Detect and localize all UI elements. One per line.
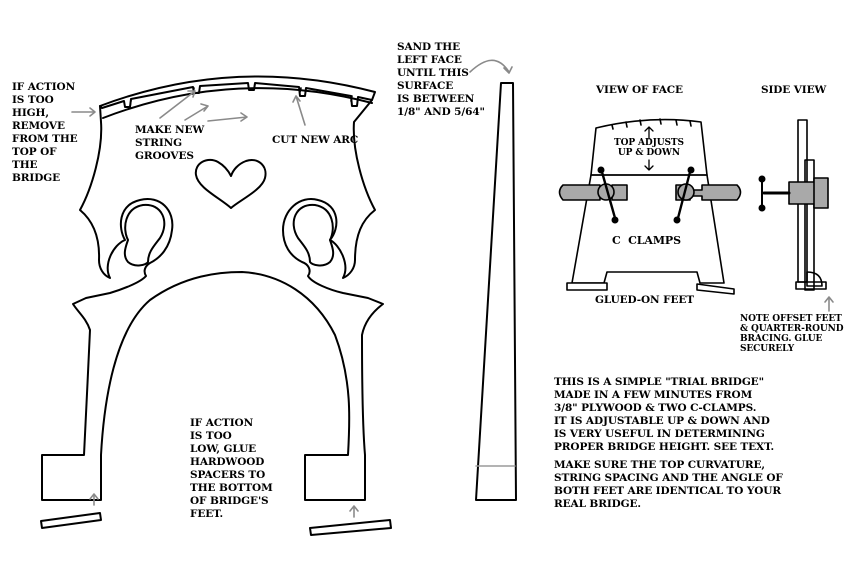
label-make-new-grooves: MAKE NEW STRING GROOVES (135, 124, 205, 162)
label-make-sure-identical: MAKE SURE THE TOP CURVATURE, STRING SPAC… (554, 459, 783, 510)
trial-bridge-side (758, 119, 834, 312)
label-cut-new-arc: CUT NEW ARC (272, 134, 359, 146)
label-view-of-face: VIEW OF FACE (596, 84, 683, 96)
label-side-view: SIDE VIEW (761, 84, 827, 96)
pointer-arrows (71, 90, 359, 518)
label-top-adjusts: TOP ADJUSTS UP & DOWN (614, 138, 684, 158)
trial-bridge-face (558, 118, 742, 295)
bridge-side-profile (469, 59, 517, 501)
label-action-too-high: IF ACTION IS TOO HIGH, REMOVE FROM THE T… (12, 81, 78, 184)
label-trial-bridge-description: THIS IS A SIMPLE "TRIAL BRIDGE" MADE IN … (554, 376, 775, 453)
foot-spacers (40, 512, 392, 536)
label-note-offset-feet: NOTE OFFSET FEET & QUARTER-ROUND BRACING… (740, 314, 844, 354)
label-sand-left-face: SAND THE LEFT FACE UNTIL THIS SURFACE IS… (397, 41, 485, 118)
label-action-too-low: IF ACTION IS TOO LOW, GLUE HARDWOOD SPAC… (190, 417, 273, 520)
label-glued-on-feet: GLUED-ON FEET (595, 294, 694, 306)
label-c-clamps: C CLAMPS (612, 234, 681, 247)
